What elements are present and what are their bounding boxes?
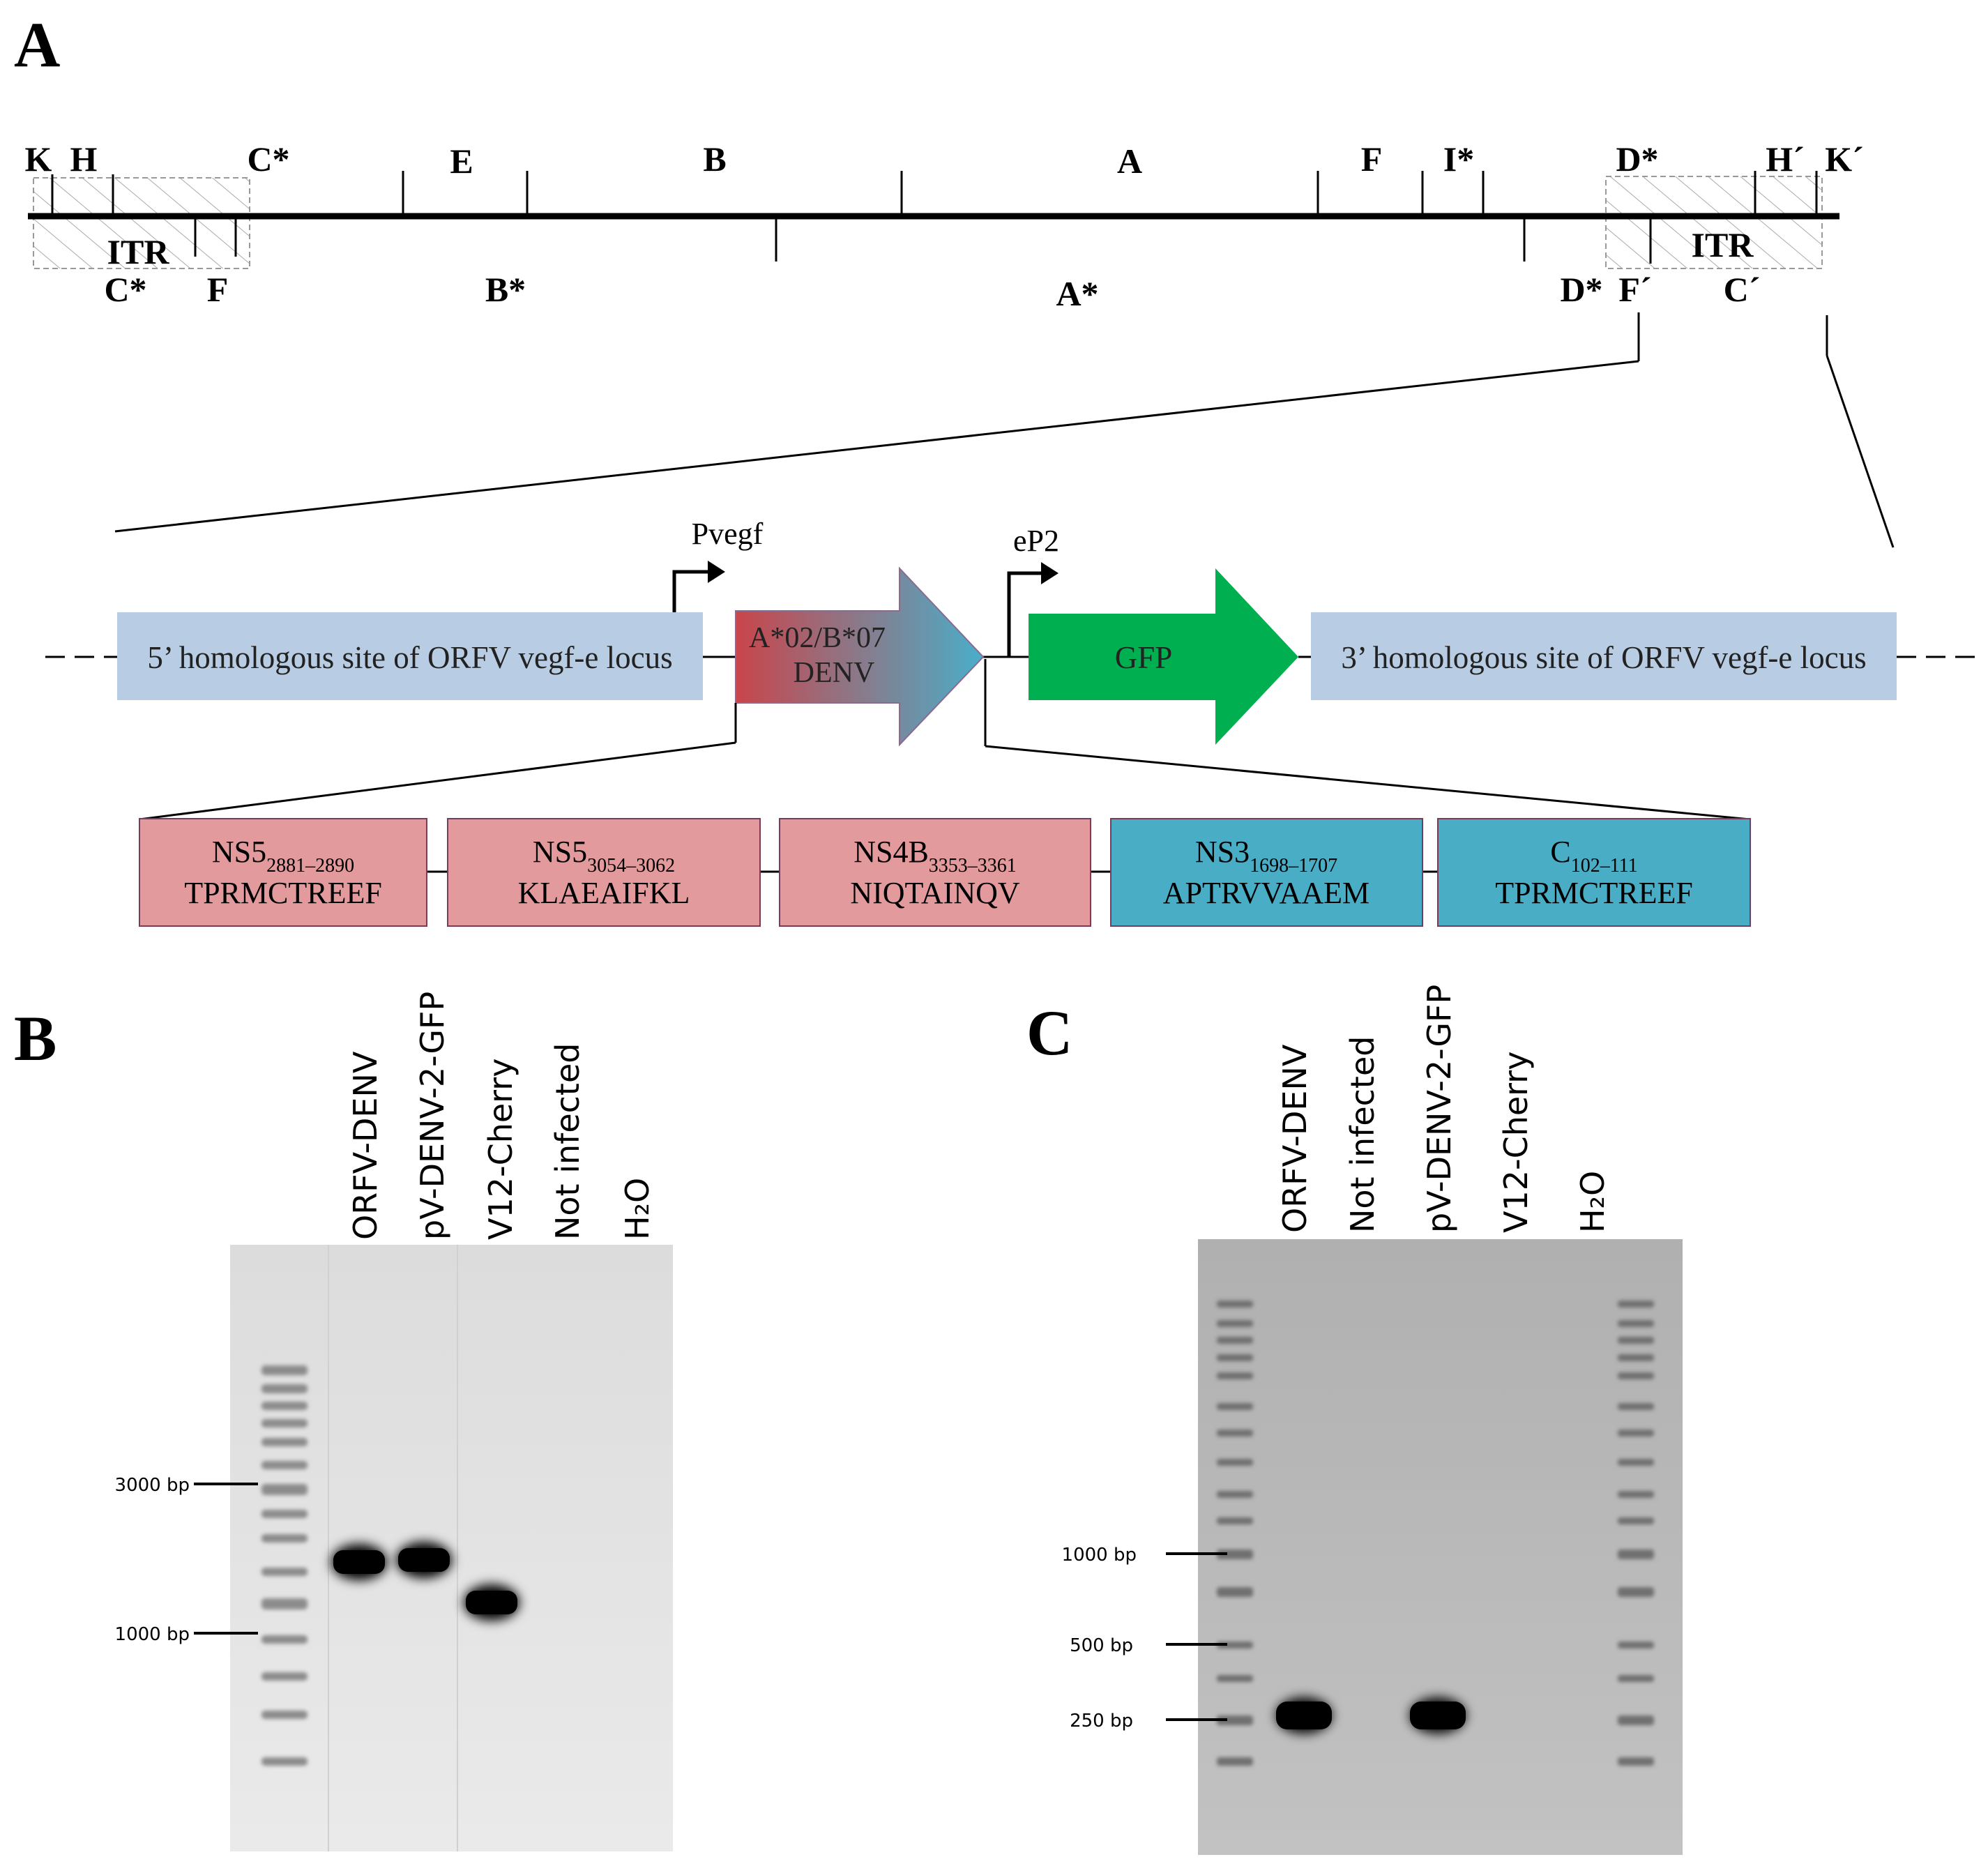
fragment-label-top: H bbox=[70, 139, 98, 179]
lane-label: V12-Cherry bbox=[1497, 1052, 1535, 1233]
fragment-label-bottom: F bbox=[207, 270, 229, 309]
gel-b-lane-labels: ORFV-DENV pV-DENV-2-GFP V12-Cherry Not i… bbox=[347, 992, 656, 1240]
epitope-range: 3054–3062 bbox=[587, 855, 675, 877]
gel-c-lane-labels: ORFV-DENV Not infected pV-DENV-2-GFP V12… bbox=[1276, 985, 1611, 1233]
lane-label: H₂O bbox=[1574, 1171, 1611, 1233]
ladder-lane-right bbox=[1618, 1301, 1654, 1766]
epitope-range: 1698–1707 bbox=[1250, 855, 1337, 877]
zoom-lines bbox=[114, 312, 1895, 548]
gel-b-markers: 3000 bp 1000 bp bbox=[115, 1475, 258, 1645]
fragment-label-bottom: C* bbox=[104, 270, 146, 309]
fragment-label-bottom: C´ bbox=[1724, 270, 1761, 309]
fragment-label-top: K bbox=[25, 139, 52, 179]
itr-label-right: ITR bbox=[1692, 225, 1754, 264]
fragment-label-bottom: D* bbox=[1560, 270, 1602, 309]
fragment-label-top: B bbox=[703, 139, 726, 179]
marker-label: 1000 bp bbox=[115, 1624, 190, 1645]
gel-c-bands bbox=[1276, 1697, 1466, 1734]
gfp-label: GFP bbox=[1115, 640, 1173, 675]
lane-label: ORFV-DENV bbox=[347, 1051, 384, 1240]
promoter-pvegf-arrow bbox=[672, 561, 725, 612]
antigen-arrow bbox=[735, 566, 985, 747]
homology-arm-3 bbox=[1311, 612, 1897, 700]
fragment-label-top: D* bbox=[1616, 139, 1658, 179]
lane-label: Not infected bbox=[1344, 1036, 1381, 1233]
lane-label: Not infected bbox=[549, 1043, 586, 1240]
fragment-label-top: E bbox=[450, 142, 473, 181]
epitope-name: NS3 bbox=[1195, 835, 1250, 869]
restriction-ticks-bottom bbox=[194, 216, 1652, 264]
svg-text:NS53054–3062: NS53054–3062 bbox=[533, 835, 675, 877]
gel-c bbox=[1198, 1239, 1683, 1855]
promoter-ep2-arrow bbox=[1007, 562, 1059, 657]
epitope-name: NS5 bbox=[212, 835, 266, 869]
panel-label-a: A bbox=[14, 9, 60, 80]
itr-box-right bbox=[1605, 176, 1823, 269]
ladder-lane bbox=[261, 1365, 308, 1766]
promoter-pvegf-label: Pvegf bbox=[692, 517, 764, 551]
epitope-box: NS4B3353–3361 NIQTAINQV bbox=[779, 818, 1091, 927]
epitope-box: NS53054–3062 KLAEAIFKL bbox=[447, 818, 761, 927]
epitope-range: 2881–2890 bbox=[266, 855, 354, 877]
epitope-name: NS5 bbox=[533, 835, 587, 869]
epitope-sequence: APTRVVAAEM bbox=[1163, 876, 1369, 910]
homology-arm-5 bbox=[117, 612, 703, 700]
svg-text:NS52881–2890: NS52881–2890 bbox=[212, 835, 354, 877]
svg-text:C102–111: C102–111 bbox=[1550, 835, 1637, 877]
homology-arm-5-label: 5’ homologous site of ORFV vegf-e locus bbox=[147, 640, 672, 675]
fragment-label-top: C* bbox=[247, 139, 289, 179]
marker-label: 3000 bp bbox=[115, 1475, 190, 1496]
fragment-label-bottom: B* bbox=[485, 270, 526, 309]
epitope-box: NS52881–2890 TPRMCTREEF bbox=[139, 818, 427, 927]
svg-text:NS4B3353–3361: NS4B3353–3361 bbox=[853, 835, 1017, 877]
fragment-label-top: H´ bbox=[1766, 139, 1805, 179]
panel-label-b: B bbox=[14, 1003, 56, 1074]
marker-label: 500 bp bbox=[1070, 1635, 1133, 1656]
epitope-string: NS52881–2890 TPRMCTREEF NS53054–3062 KLA… bbox=[139, 818, 1751, 927]
fragment-label-top: K´ bbox=[1825, 139, 1864, 179]
epitope-sequence: KLAEAIFKL bbox=[518, 876, 690, 910]
fragment-label-top: F bbox=[1361, 139, 1383, 179]
fragment-label-top: I* bbox=[1443, 139, 1474, 179]
gel-b bbox=[230, 1245, 673, 1851]
panel-label-c: C bbox=[1026, 997, 1072, 1068]
itr-label-left: ITR bbox=[107, 232, 170, 271]
lane-label: ORFV-DENV bbox=[1276, 1044, 1314, 1233]
epitope-range: 3353–3361 bbox=[929, 855, 1017, 877]
itr-box-left bbox=[33, 177, 250, 269]
gel-b-image bbox=[230, 1245, 673, 1851]
epitope-sequence: TPRMCTREEF bbox=[184, 876, 382, 910]
promoter-ep2-label: eP2 bbox=[1013, 524, 1059, 558]
lane-label: pV-DENV-2-GFP bbox=[1420, 985, 1458, 1233]
homology-arm-3-label: 3’ homologous site of ORFV vegf-e locus bbox=[1341, 640, 1866, 675]
genome-map: K H C* E B A F I* D* H´ K´ C* F B* A* D*… bbox=[25, 139, 1864, 313]
svg-text:NS31698–1707: NS31698–1707 bbox=[1195, 835, 1337, 877]
epitope-name: NS4B bbox=[853, 835, 929, 869]
epitope-sequence: NIQTAINQV bbox=[850, 876, 1020, 910]
antigen-label-line1: A*02/B*07 bbox=[749, 622, 886, 654]
gel-b-bands bbox=[331, 1542, 519, 1621]
epitope-name: C bbox=[1550, 835, 1570, 869]
lane-label: pV-DENV-2-GFP bbox=[413, 992, 451, 1240]
fragment-label-bottom: F´ bbox=[1618, 270, 1651, 309]
marker-label: 250 bp bbox=[1070, 1711, 1133, 1732]
lane-label: V12-Cherry bbox=[482, 1059, 519, 1240]
epitope-box: NS31698–1707 APTRVVAAEM bbox=[1110, 818, 1423, 927]
antigen-label-line2: DENV bbox=[794, 657, 875, 689]
expression-cassette: 5’ homologous site of ORFV vegf-e locus … bbox=[45, 517, 1980, 747]
epitope-sequence: TPRMCTREEF bbox=[1495, 876, 1693, 910]
gfp-arrow bbox=[1029, 568, 1298, 745]
gel-c-image bbox=[1198, 1239, 1683, 1855]
restriction-ticks-top bbox=[51, 171, 1818, 216]
epitope-range: 102–111 bbox=[1571, 855, 1638, 877]
lane-label: H₂O bbox=[619, 1178, 656, 1240]
gel-c-markers: 1000 bp 500 bp 250 bp bbox=[1062, 1545, 1227, 1732]
marker-label: 1000 bp bbox=[1062, 1545, 1137, 1566]
ladder-lane-left bbox=[1217, 1301, 1253, 1766]
epitope-zoom-lines bbox=[139, 659, 1751, 821]
epitope-box: C102–111 TPRMCTREEF bbox=[1437, 818, 1751, 927]
fragment-label-top: A bbox=[1117, 142, 1142, 181]
fragment-label-bottom: A* bbox=[1056, 274, 1098, 313]
